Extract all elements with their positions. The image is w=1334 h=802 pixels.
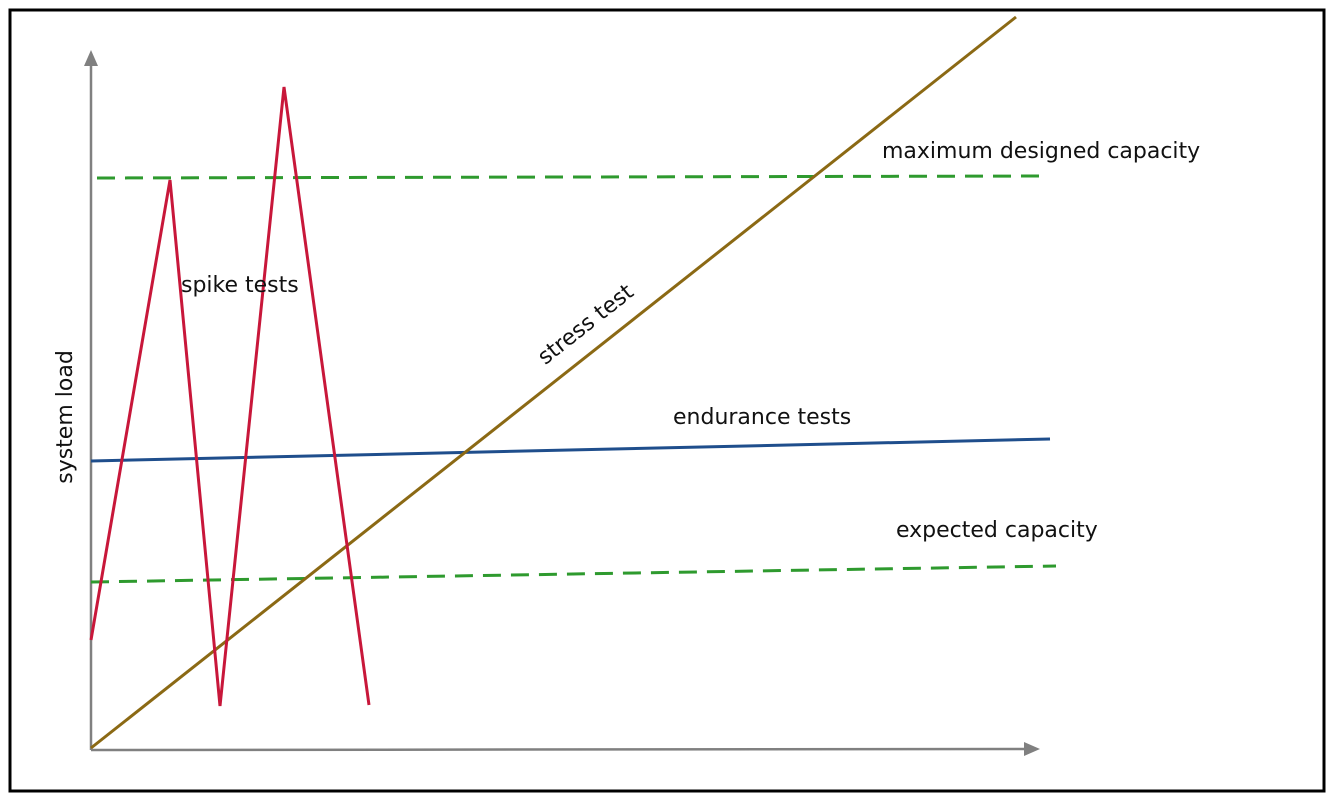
max-capacity-label: maximum designed capacity [882,139,1200,164]
expected-capacity-label: expected capacity [896,518,1098,543]
spike-test-line [89,86,371,707]
stress-test-line [90,15,1017,750]
y-axis-arrow-icon [84,50,98,66]
diagram-frame [8,8,1326,793]
y-axis-label: system load [53,350,78,484]
expected-capacity-line [90,564,1057,584]
spike-test-label: spike tests [181,273,299,298]
endurance-test-line [90,437,1051,463]
x-axis-arrow-icon [1024,742,1040,756]
max-capacity-line [96,174,1047,180]
x-axis-line [90,747,1027,752]
endurance-test-label: endurance tests [673,405,851,430]
